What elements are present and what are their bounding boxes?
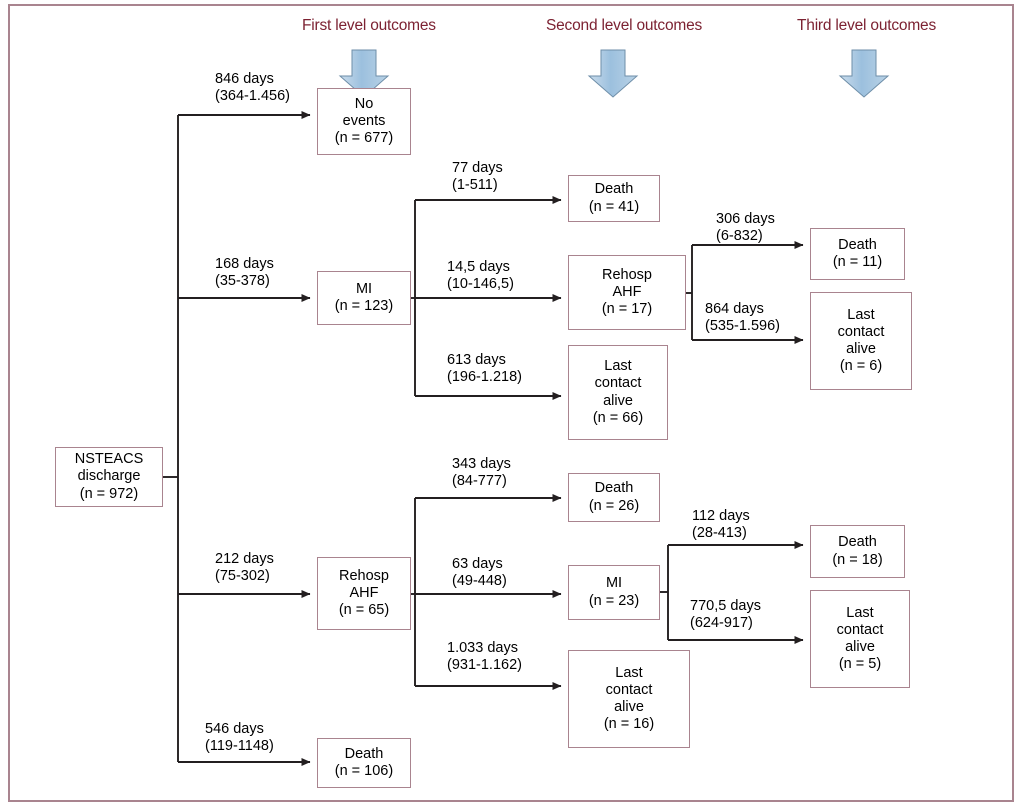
third-level-block-arrow xyxy=(838,49,890,98)
node-label: Death(n = 26) xyxy=(588,480,640,514)
edge-label-rehosp-ahf-65: 212 days(75-302) xyxy=(215,551,274,585)
edge-label-death-26: 343 days(84-777) xyxy=(452,456,511,490)
edge-label-last-contact-alive-5: 770,5 days(624-917) xyxy=(690,598,761,632)
edge-label-last-contact-alive-6: 864 days(535-1.596) xyxy=(705,301,780,335)
edge-label-death-41: 77 days(1-511) xyxy=(452,160,503,194)
node-mi-123: MI(n = 123) xyxy=(317,271,411,325)
second-level-block-arrow xyxy=(587,49,639,98)
column-header-second: Second level outcomes xyxy=(546,17,703,34)
node-death-106: Death(n = 106) xyxy=(317,738,411,788)
node-death-18: Death(n = 18) xyxy=(810,525,905,578)
edge-label-death-106: 546 days(119-1148) xyxy=(205,721,274,755)
edge-label-mi-123: 168 days(35-378) xyxy=(215,256,274,290)
node-label: Death(n = 106) xyxy=(334,745,394,779)
node-label: MI(n = 123) xyxy=(334,280,394,314)
edge-label-last-contact-alive-16: 1.033 days(931-1.162) xyxy=(447,640,522,674)
edge-label-death-11: 306 days(6-832) xyxy=(716,211,775,245)
node-death-41: Death(n = 41) xyxy=(568,175,660,222)
edge-label-death-18: 112 days(28-413) xyxy=(692,508,750,542)
node-label: Death(n = 11) xyxy=(832,236,883,270)
edge-label-rehosp-ahf-17: 14,5 days(10-146,5) xyxy=(447,259,514,293)
column-header-first: First level outcomes xyxy=(302,17,436,34)
node-label: MI(n = 23) xyxy=(588,575,640,609)
node-label: Death(n = 18) xyxy=(832,534,883,568)
first-level-block-arrow xyxy=(338,49,390,98)
node-death-11: Death(n = 11) xyxy=(810,228,905,280)
node-label: Death(n = 41) xyxy=(588,181,640,215)
node-death-26: Death(n = 26) xyxy=(568,473,660,522)
edge-label-no-events: 846 days(364-1.456) xyxy=(215,71,290,105)
edge-label-last-contact-alive-66: 613 days(196-1.218) xyxy=(447,352,522,386)
column-header-third: Third level outcomes xyxy=(797,17,937,34)
edge-label-mi-23: 63 days(49-448) xyxy=(452,556,507,590)
node-mi-23: MI(n = 23) xyxy=(568,565,660,620)
